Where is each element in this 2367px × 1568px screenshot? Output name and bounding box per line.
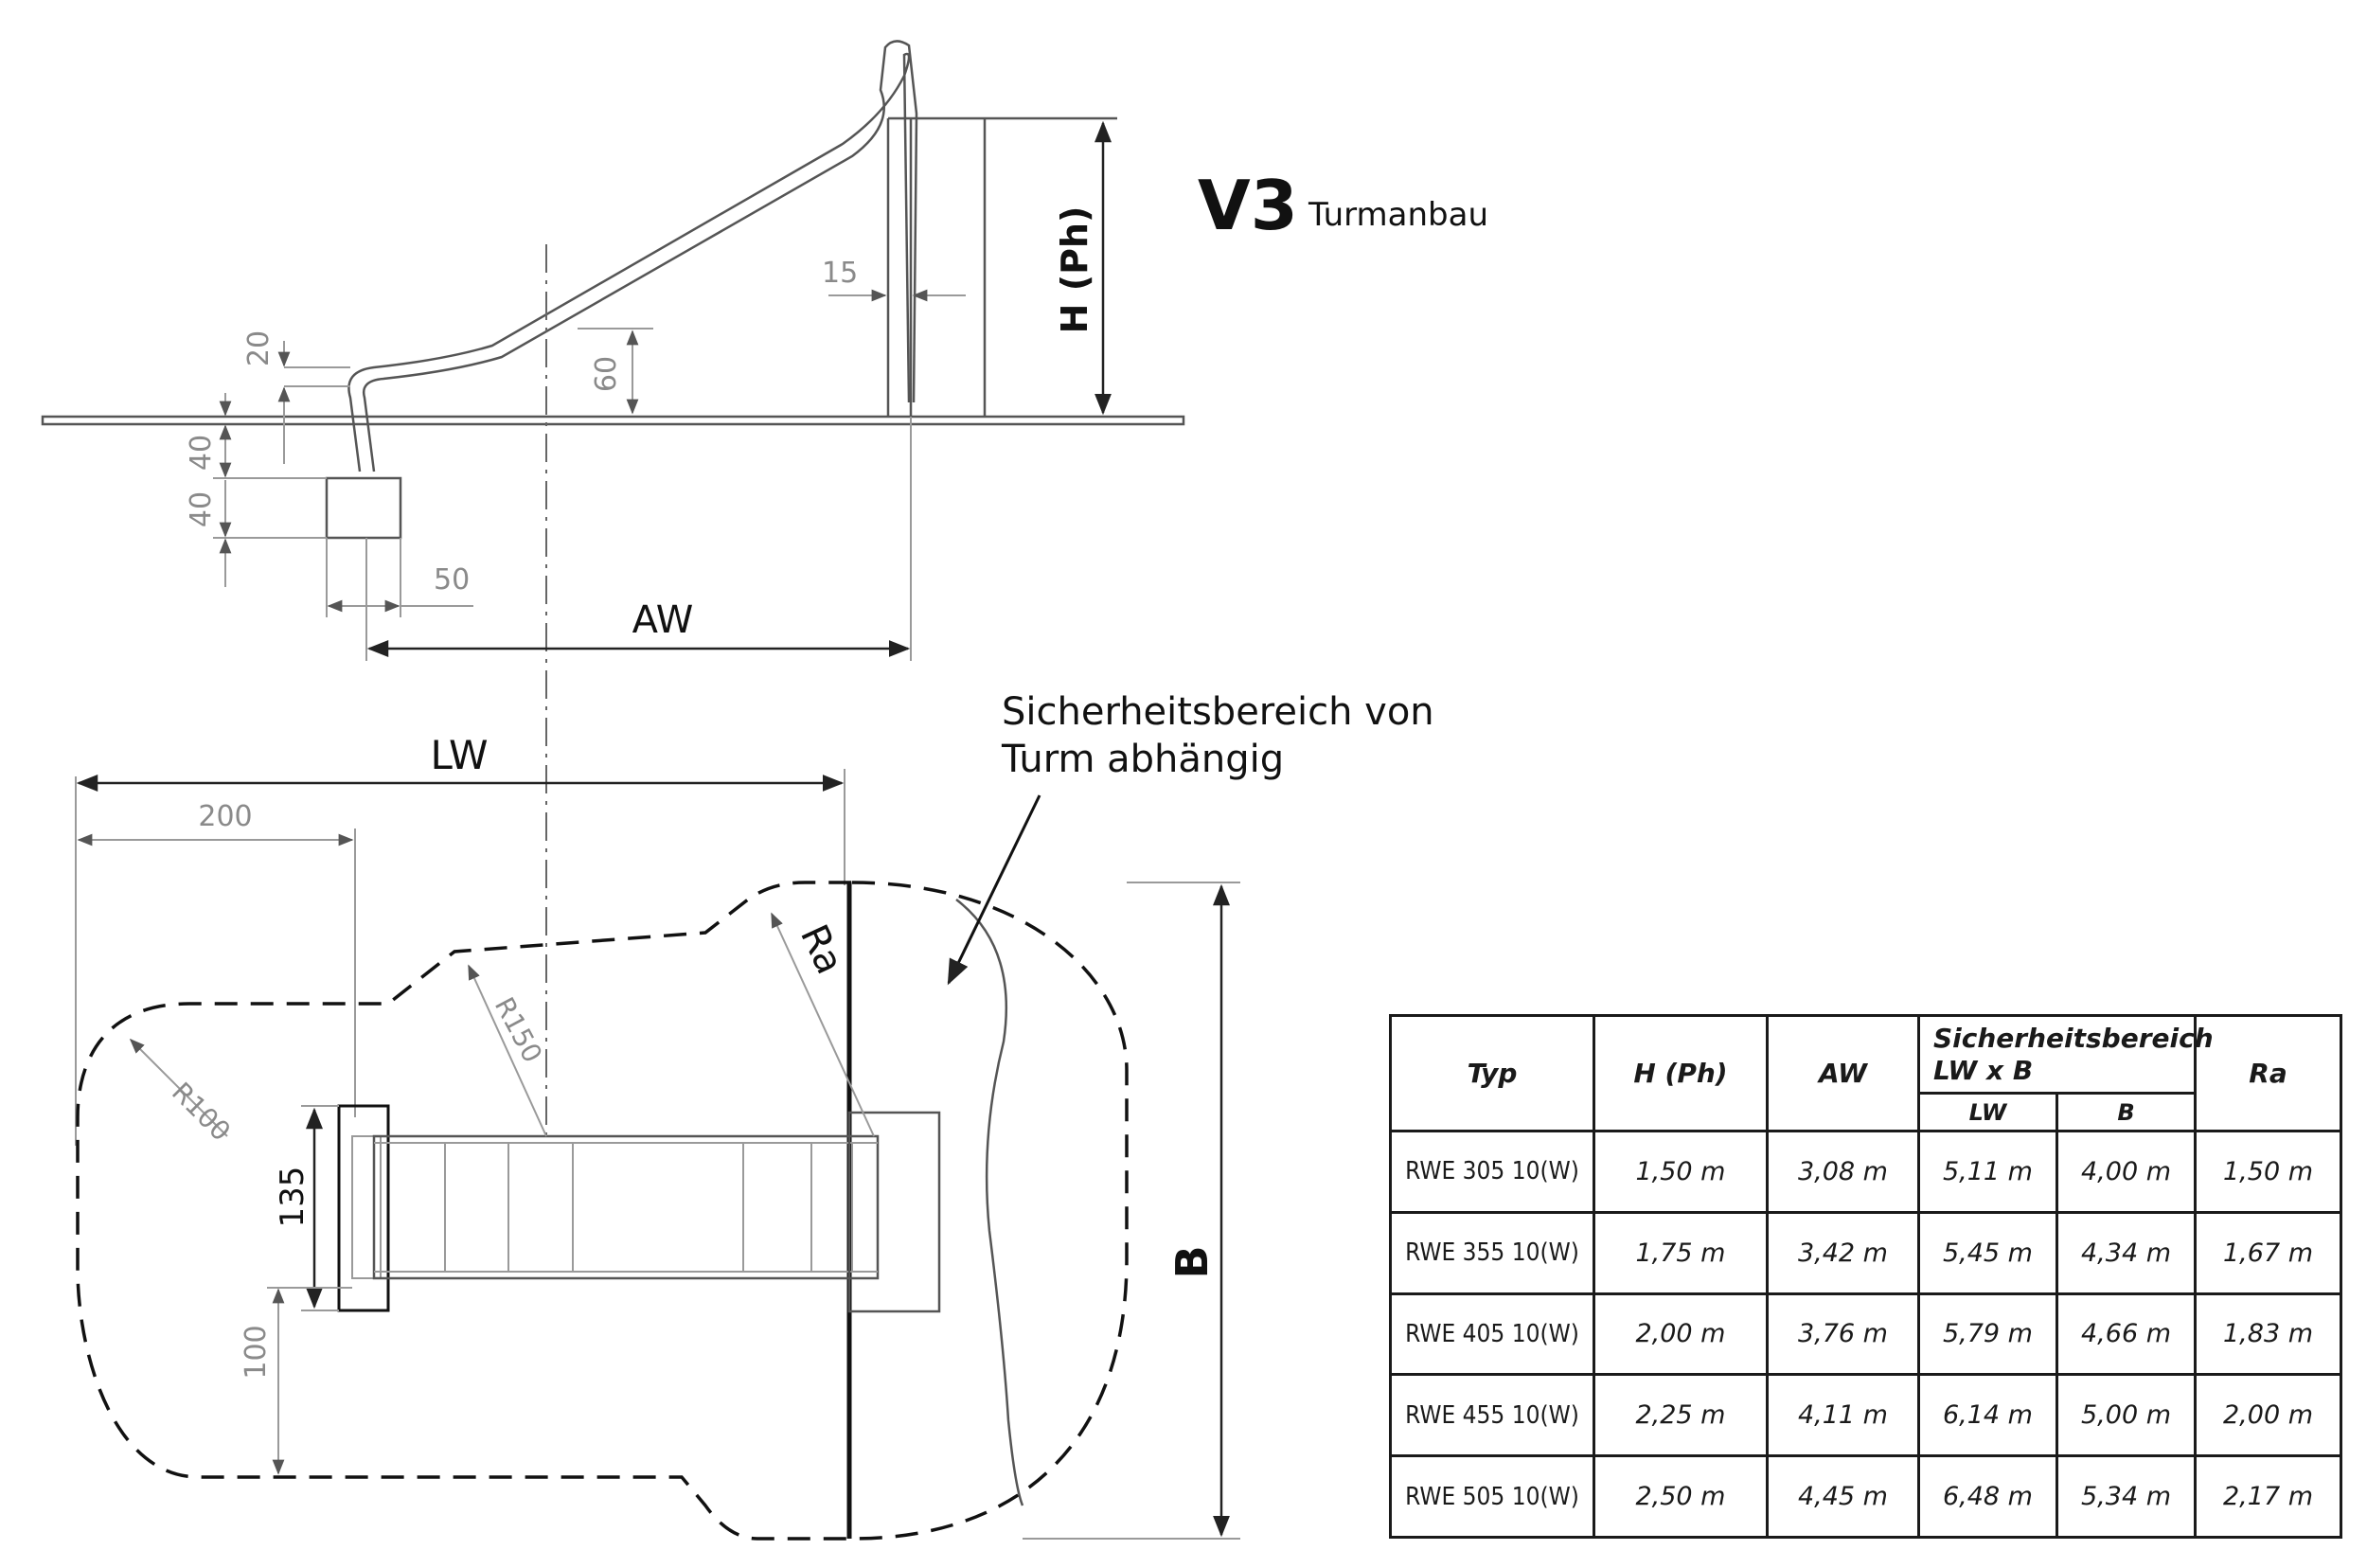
cell-ra: 2,17 m [2194,1454,2343,1539]
table-row: RWE 305 10(W) 1,50 m 3,08 m 5,11 m 4,00 … [1389,1130,2343,1214]
table-row: RWE 355 10(W) 1,75 m 3,42 m 5,45 m 4,34 … [1389,1210,2343,1295]
cell-b: 4,34 m [2055,1210,2198,1295]
cell-typ: RWE 405 10(W) [1389,1292,1595,1377]
cell-lw: 5,79 m [1917,1292,2058,1377]
header-group-line-1: Sicherheitsbereich [1933,1022,2214,1054]
dim-40-upper: 40 [185,435,218,471]
header-group-line-2: LW x B [1933,1054,2034,1086]
tower-boundary [955,899,1024,1506]
cell-h: 1,50 m [1593,1130,1769,1214]
cell-typ: RWE 305 10(W) [1389,1130,1595,1214]
cell-ra: 1,50 m [2194,1130,2343,1214]
table-row: RWE 505 10(W) 2,50 m 4,45 m 6,48 m 5,34 … [1389,1454,2343,1539]
header-h: H (Ph) [1593,1014,1769,1132]
cell-lw: 6,48 m [1917,1454,2058,1539]
note-arrow [947,794,1041,986]
header-typ: Typ [1389,1014,1595,1132]
cell-b: 4,00 m [2055,1130,2198,1214]
cell-typ: RWE 505 10(W) [1389,1454,1595,1539]
cell-h: 2,00 m [1593,1292,1769,1377]
plan-view: LW 200 R100 R150 [75,690,1434,1541]
foundation-block [325,476,402,540]
ground-line [41,415,1185,426]
cell-lw: 5,11 m [1917,1130,2058,1214]
header-b: B [2055,1092,2198,1132]
cell-typ: RWE 455 10(W) [1389,1373,1595,1458]
cell-ra: 1,67 m [2194,1210,2343,1295]
cell-b: 4,66 m [2055,1292,2198,1377]
cell-aw: 4,11 m [1766,1373,1920,1458]
drawing-code: V3 [1198,166,1298,245]
drawing-subtitle: Turmanbau [1308,196,1488,234]
cell-lw: 6,14 m [1917,1373,2058,1458]
r100-label: R100 [166,1077,237,1148]
header-aw: AW [1766,1014,1920,1132]
header-lw: LW [1917,1092,2058,1132]
cell-h: 2,50 m [1593,1454,1769,1539]
dim-20: 20 [242,330,276,366]
spec-table: Typ H (Ph) AW Sicherheitsbereich LW x B … [1389,1014,2343,1539]
header-ra: Ra [2194,1014,2343,1132]
cell-b: 5,34 m [2055,1454,2198,1539]
dim-135: 135 [274,1167,311,1228]
aw-label: AW [632,598,694,642]
slide-profile-lower [347,52,911,472]
note-line-2: Turm abhängig [1001,738,1284,781]
dim-100: 100 [240,1325,273,1379]
dim-50: 50 [434,563,470,597]
b-label: B [1166,1245,1218,1278]
cell-b: 5,00 m [2055,1373,2198,1458]
slide-plan [337,1104,941,1313]
cell-aw: 3,42 m [1766,1210,1920,1295]
cell-aw: 3,08 m [1766,1130,1920,1214]
table-row: RWE 405 10(W) 2,00 m 3,76 m 5,79 m 4,66 … [1389,1292,2343,1377]
side-view: H (Ph) 15 60 20 40 40 50 A [41,40,1185,1141]
height-label: H (Ph) [1054,206,1095,334]
cell-h: 1,75 m [1593,1210,1769,1295]
cell-h: 2,25 m [1593,1373,1769,1458]
note-line-1: Sicherheitsbereich von [1002,690,1434,734]
cell-aw: 4,45 m [1766,1454,1920,1539]
cell-typ: RWE 355 10(W) [1389,1210,1595,1295]
table-row: RWE 455 10(W) 2,25 m 4,11 m 6,14 m 5,00 … [1389,1373,2343,1458]
header-safety-group: Sicherheitsbereich LW x B [1916,1014,2214,1095]
ra-label: Ra [792,918,851,981]
cell-ra: 2,00 m [2194,1373,2343,1458]
safety-zone-outline [76,881,1129,1541]
dim-15: 15 [822,257,858,290]
cell-lw: 5,45 m [1917,1210,2058,1295]
lw-label: LW [430,732,488,778]
dim-40-lower: 40 [185,491,218,527]
dim-60: 60 [590,356,623,392]
slide-profile-upper [362,40,918,472]
cell-ra: 1,83 m [2194,1292,2343,1377]
dim-200: 200 [198,800,252,833]
cell-aw: 3,76 m [1766,1292,1920,1377]
